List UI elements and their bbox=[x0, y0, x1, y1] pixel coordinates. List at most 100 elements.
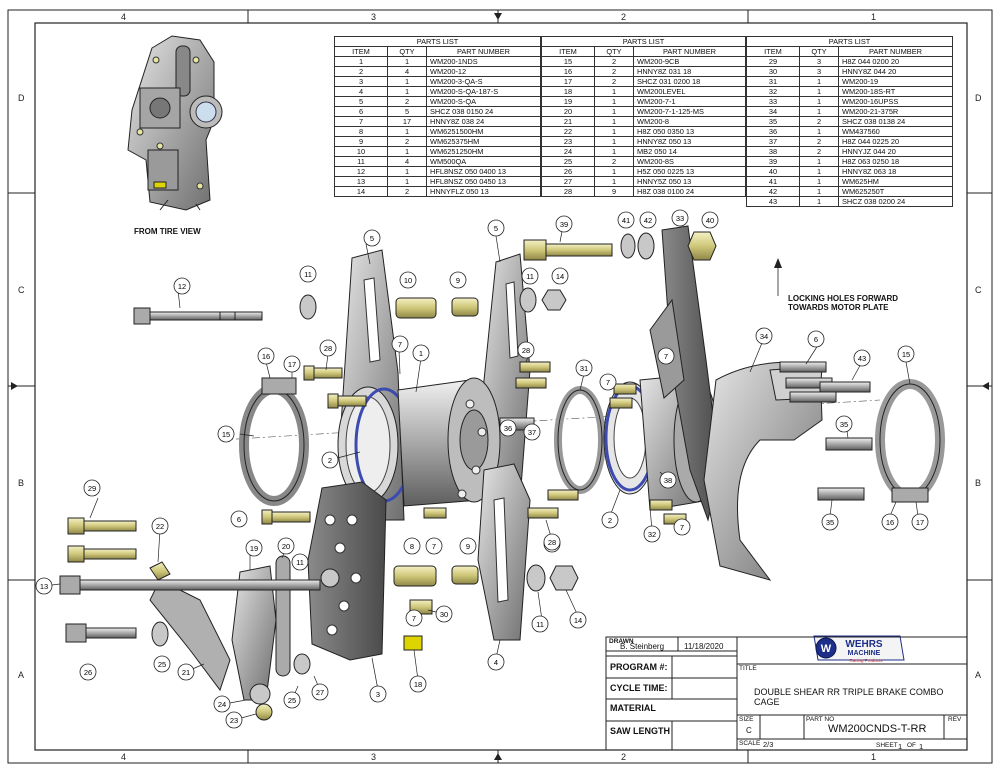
item-balloon: 6 bbox=[807, 330, 825, 348]
item-balloon: 11 bbox=[521, 267, 539, 285]
cell-item: 33 bbox=[746, 96, 800, 107]
item-balloon-label: 7 bbox=[606, 378, 610, 387]
item-balloon: 13 bbox=[35, 577, 53, 595]
item-balloon: 12 bbox=[173, 277, 191, 295]
item-balloon-label: 43 bbox=[858, 354, 866, 363]
item-balloon-label: 17 bbox=[288, 360, 296, 369]
cell-qty: 2 bbox=[594, 66, 634, 77]
cell-qty: 1 bbox=[387, 56, 427, 67]
zone-row-c-left: C bbox=[18, 285, 25, 295]
cell-qty: 1 bbox=[387, 146, 427, 157]
item-balloon-label: 6 bbox=[237, 515, 241, 524]
cell-part-number: HNNYFLZ 050 13 bbox=[426, 186, 541, 197]
item-balloon-label: 11 bbox=[526, 272, 534, 281]
cell-part-number: HNNY8Z 063 18 bbox=[838, 166, 953, 177]
item-balloon: 21 bbox=[177, 663, 195, 681]
cell-item: 9 bbox=[334, 136, 388, 147]
zone-col-2-top: 2 bbox=[621, 12, 627, 22]
cell-qty: 2 bbox=[387, 186, 427, 197]
item-balloon: 32 bbox=[643, 525, 661, 543]
drawn-date: 11/18/2020 bbox=[684, 642, 724, 651]
part-number: WM200CNDS-T-RR bbox=[828, 723, 927, 735]
cell-part-number: SHCZ 031 0200 18 bbox=[633, 76, 746, 87]
cell-part-number: H8Z 044 0200 20 bbox=[838, 56, 953, 67]
item-balloon-label: 31 bbox=[580, 364, 588, 373]
item-balloon: 42 bbox=[639, 211, 657, 229]
cell-qty: 1 bbox=[799, 106, 839, 117]
cell-qty: 1 bbox=[799, 166, 839, 177]
cell-part-number: MB2 050 14 bbox=[633, 146, 746, 157]
logo-top-text: WEHRS bbox=[845, 639, 883, 650]
col-header-part-number: PART NUMBER bbox=[838, 46, 953, 57]
item-balloon: 16 bbox=[257, 347, 275, 365]
item-balloon: 20 bbox=[277, 537, 295, 555]
item-balloon: 14 bbox=[569, 611, 587, 629]
item-balloon: 23 bbox=[225, 711, 243, 729]
cell-item: 26 bbox=[541, 166, 595, 177]
cell-part-number: HNNY8Z 050 13 bbox=[633, 136, 746, 147]
cell-item: 24 bbox=[541, 146, 595, 157]
item-balloon: 26 bbox=[79, 663, 97, 681]
program-label: PROGRAM #: bbox=[610, 662, 668, 672]
item-balloon: 18 bbox=[409, 675, 427, 693]
item-balloon-label: 36 bbox=[504, 424, 512, 433]
cell-item: 8 bbox=[334, 126, 388, 137]
cell-item: 7 bbox=[334, 116, 388, 127]
item-balloon: 9 bbox=[459, 537, 477, 555]
cell-item: 42 bbox=[746, 186, 800, 197]
cell-item: 29 bbox=[746, 56, 800, 67]
item-balloon-label: 33 bbox=[676, 214, 684, 223]
item-balloon-label: 11 bbox=[296, 558, 304, 567]
item-balloon: 31 bbox=[575, 359, 593, 377]
cell-qty: 1 bbox=[594, 136, 634, 147]
item-balloon: 4 bbox=[487, 653, 505, 671]
cell-part-number: H8Z 044 0225 20 bbox=[838, 136, 953, 147]
cell-part-number: HNNY8Z 031 18 bbox=[633, 66, 746, 77]
size-value: C bbox=[746, 726, 752, 735]
cell-part-number: WM200-19 bbox=[838, 76, 953, 87]
cell-part-number: HNNY5Z 050 13 bbox=[633, 176, 746, 187]
cell-part-number: SHCZ 038 0200 24 bbox=[838, 196, 953, 207]
item-balloon: 7 bbox=[673, 518, 691, 536]
cell-part-number: HFL8NSZ 050 0450 13 bbox=[426, 176, 541, 187]
cell-part-number: H8Z 038 0100 24 bbox=[633, 186, 746, 197]
cell-item: 20 bbox=[541, 106, 595, 117]
item-balloon-label: 20 bbox=[282, 542, 290, 551]
item-balloon-label: 7 bbox=[398, 340, 402, 349]
item-balloon-label: 8 bbox=[410, 542, 414, 551]
cell-qty: 1 bbox=[799, 76, 839, 87]
col-header-part-number: PART NUMBER bbox=[633, 46, 746, 57]
item-balloon-label: 7 bbox=[432, 542, 436, 551]
item-balloon: 7 bbox=[599, 373, 617, 391]
cell-item: 32 bbox=[746, 86, 800, 97]
item-balloon-label: 28 bbox=[522, 346, 530, 355]
locking-note-line-2: TOWARDS MOTOR PLATE bbox=[788, 303, 889, 312]
item-balloon-label: 30 bbox=[440, 610, 448, 619]
sheet-number: 1 bbox=[898, 742, 903, 751]
zone-col-4-top: 4 bbox=[121, 12, 127, 22]
item-balloon: 5 bbox=[363, 229, 381, 247]
cell-qty: 2 bbox=[799, 146, 839, 157]
item-balloon: 1 bbox=[412, 344, 430, 362]
item-balloon-label: 25 bbox=[288, 696, 296, 705]
cell-part-number: WM200-8 bbox=[633, 116, 746, 127]
item-balloon-label: 28 bbox=[548, 538, 556, 547]
cell-part-number: WM200-3-QA-S bbox=[426, 76, 541, 87]
locking-note-line-1: LOCKING HOLES FORWARD bbox=[788, 294, 899, 303]
material-label: MATERIAL bbox=[610, 703, 656, 713]
item-balloon-label: 18 bbox=[414, 680, 422, 689]
cell-qty: 1 bbox=[799, 126, 839, 137]
cell-qty: 17 bbox=[387, 116, 427, 127]
item-balloon-label: 23 bbox=[230, 716, 238, 725]
cell-item: 37 bbox=[746, 136, 800, 147]
cell-part-number: WM500QA bbox=[426, 156, 541, 167]
